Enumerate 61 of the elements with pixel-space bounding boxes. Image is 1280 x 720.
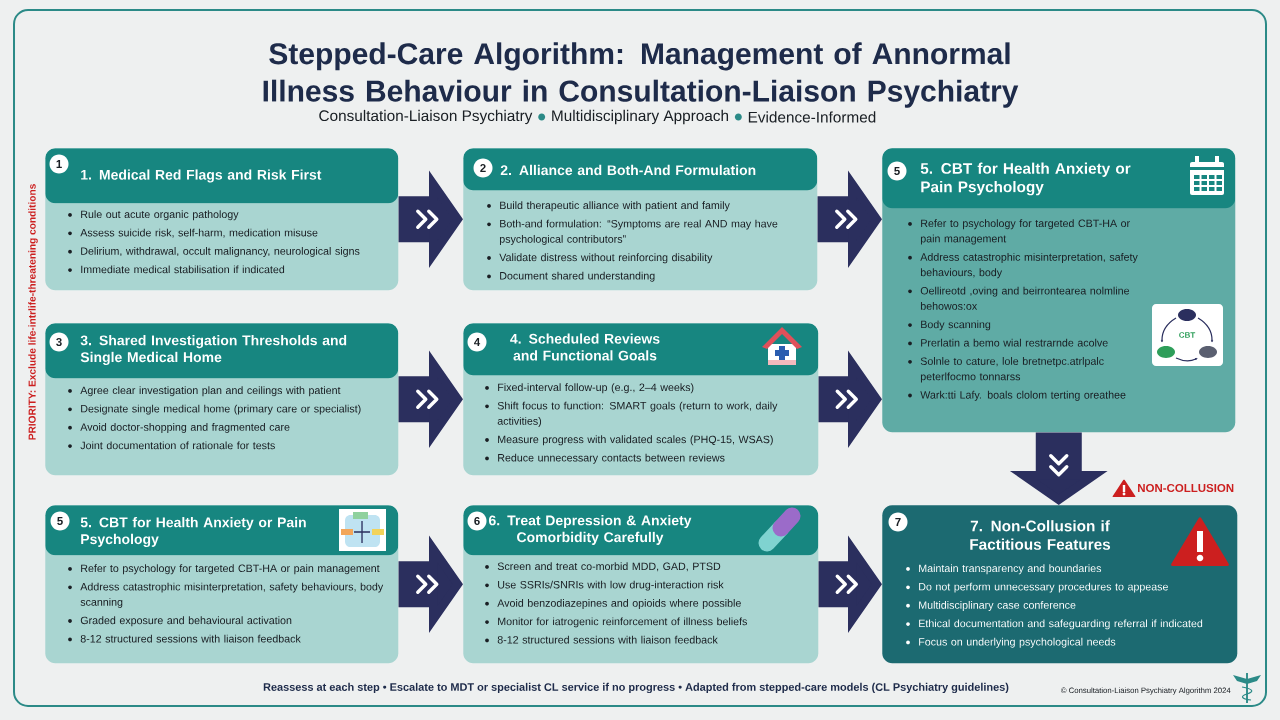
footer-note: Reassess at each step • Escalate to MDT or specialist CL service if no progress • Adapted from stepped-care models (CL Psychiatry guidelines)	[263, 682, 1009, 694]
bullet-text: Agree clear investigation plan and ceilings with patient	[80, 386, 341, 397]
card-heading: 1. Medical Red Flags and Risk First	[81, 169, 322, 183]
card-heading: 5. CBT for Health Anxiety or Pain Psychology	[80, 517, 306, 547]
title: Stepped-Care Algorithm: Management of Annormal Illness Behaviour in Consultation-Liaison Psychiatry	[263, 42, 1019, 108]
bullet-text: Shift focus to function: SMART goals (return to work, daily activities)	[497, 401, 778, 427]
bullet-text: Avoid doctor-shopping and fragmented care	[80, 423, 290, 433]
bullet-text: Validate distress without reinforcing disability	[499, 253, 713, 264]
side-note: PRIORITY: Exclude life-intrlife-threatening conditions	[28, 184, 38, 440]
bullet-text: Graded exposure and behavioural activation	[80, 616, 292, 627]
bullet-text: Avoid benzodiazepines and opioids where possible	[497, 599, 741, 609]
number-badge: 4	[467, 332, 487, 352]
card-heading: 2. Alliance and Both-And Formulation	[500, 164, 756, 176]
bullet-text: Multidisciplinary case conference	[919, 601, 1076, 611]
bullet-text: Address catastrophic misinterpretation, safety behaviours, body	[920, 252, 1138, 279]
bullet-text: Oellireotd ,oving and beirrontearea nolmline behowos:ox	[920, 286, 1130, 310]
bullet-text: Refer to psychology for targeted CBT-HA or pain management	[920, 219, 1130, 245]
subtitle: Multidisciplinary Approach	[552, 109, 728, 125]
number-badge: 5	[50, 511, 70, 531]
bullet-text: Rule out acute organic pathology	[81, 210, 239, 221]
bullet-text: Document shared understanding	[500, 271, 655, 282]
bullet-text: Measure progress with validated scales (PHQ-15, WSAS)	[498, 435, 773, 446]
number-badge: 5	[887, 161, 907, 181]
bullet-text: 8-12 structured sessions with liaison feedback	[80, 634, 301, 643]
bullet-text: Fixed-interval follow-up (e.g., 2–4 weeks)	[498, 383, 694, 394]
bullet-text: Body scanning	[921, 320, 991, 331]
bullet-text: Focus on underlying psychological needs	[919, 637, 1116, 648]
bullet-text: Both-and formulation: “Symptoms are real AND may have psychological contributors”	[499, 219, 778, 245]
subtitle: Evidence-Informed	[748, 111, 876, 123]
bullet-text: Maintain transparency and boundaries	[919, 564, 1102, 575]
card-heading: 6. Treat Depression & Anxiety Comorbidity Carefully	[489, 515, 692, 545]
number-badge: 7	[888, 512, 908, 532]
bullet-text: Monitor for iatrogenic reinforcement of illness beliefs	[498, 617, 748, 628]
bullet-text: Solnle to cature, lole bretnetpc.atrlpalc peterlfocmo tonnarss	[920, 357, 1104, 383]
number-badge: 6	[467, 511, 487, 531]
subtitle: Consultation-Liaison Psychiatry	[319, 109, 533, 125]
number-badge: 2	[473, 158, 493, 178]
bullet-text: Address catastrophic misinterpretation, safety behaviours, body scanning	[80, 582, 384, 608]
bullet-text: 8-12 structured sessions with liaison feedback	[497, 635, 718, 644]
card-heading: 7. Non-Collusion if Factitious Features	[970, 520, 1111, 550]
alert-label: NON-COLLUSION	[1138, 483, 1234, 493]
diagram-label: CBT	[1179, 332, 1196, 338]
bullet-text: Designate single medical home (primary care or specialist)	[81, 404, 361, 415]
bullet-text: Refer to psychology for targeted CBT-HA or pain management	[81, 564, 380, 575]
card-heading: 5. CBT for Health Anxiety or Pain Psychology	[920, 162, 1131, 196]
bullet-text: Use SSRIs/SNRIs with low drug-interaction risk	[498, 580, 724, 591]
bullet-text: Build therapeutic alliance with patient and family	[500, 201, 730, 212]
bullet-text: Joint documentation of rationale for tests	[80, 441, 275, 450]
bullet-text: Reduce unnecessary contacts between reviews	[498, 453, 725, 464]
number-badge: 3	[49, 332, 69, 352]
bullet-text: Immediate medical stabilisation if indicated	[81, 265, 285, 274]
bullet-text: Ethical documentation and safeguarding referral if indicated	[919, 619, 1203, 630]
number-badge: 1	[49, 154, 69, 174]
bullet-text: Wark:tti Lafy. boals clolom terting oreathee	[920, 390, 1126, 401]
bullet-text: Delirium, withdrawal, occult malignancy, neurological signs	[81, 247, 360, 257]
bullet-text: Do not perform unnecessary procedures to appease	[919, 582, 1168, 593]
bullet-text: Assess suicide risk, self-harm, medication misuse	[80, 228, 318, 238]
card-heading: 4. Scheduled Reviews and Functional Goals	[510, 333, 660, 361]
bullet-text: Prerlatin a bemo wial restrarnde acolve	[921, 338, 1108, 347]
bullet-text: Screen and treat co-morbid MDD, GAD, PTSD	[497, 562, 721, 572]
card-heading: 3. Shared Investigation Thresholds and Single Medical Home	[80, 335, 347, 365]
